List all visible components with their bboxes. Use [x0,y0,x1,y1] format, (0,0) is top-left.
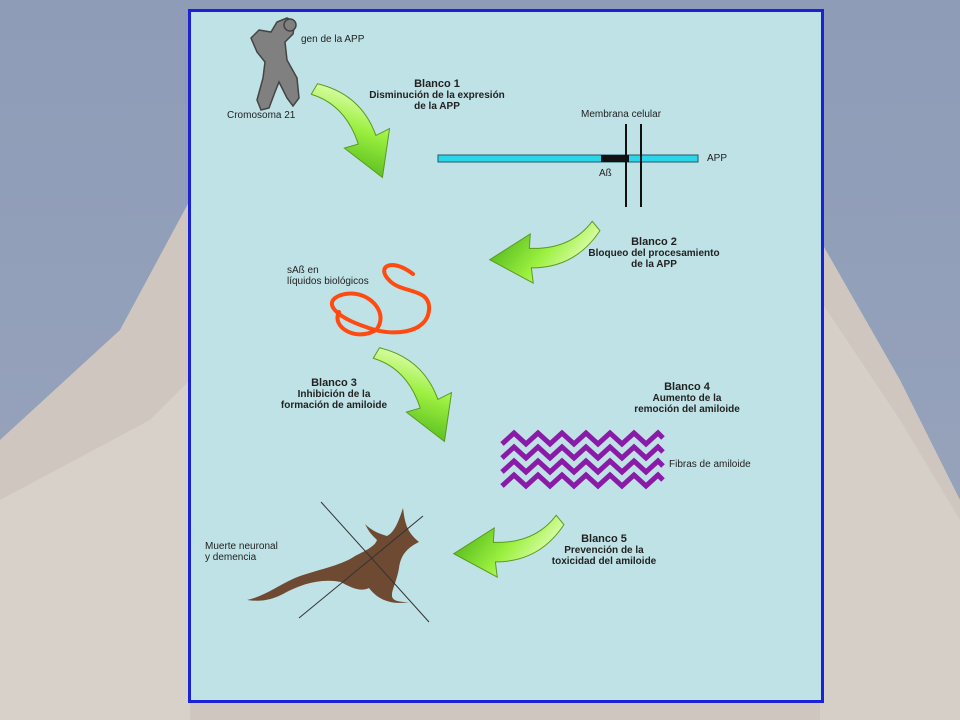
arrow-1 [310,83,391,179]
diagram-panel: gen de la APP Cromosoma 21 Membrana celu… [188,9,824,703]
fibrils-label: Fibras de amiloide [669,459,751,470]
diagram-canvas [247,17,699,623]
neuronal-death-label: Muerte neuronal y demencia [205,541,278,563]
amyloid-fibrils [500,429,665,490]
cell-membrane [625,124,642,207]
gene-label: gen de la APP [301,34,365,45]
soluble-abeta-label: sAß en líquidos biológicos [287,265,369,287]
target-1-label: Blanco 1 Disminución de la expresión de … [369,78,505,113]
cross-out-mark [298,501,430,623]
soluble-abeta-strand [329,263,432,337]
chromosome-label: Cromosoma 21 [227,110,296,121]
app-label: APP [707,153,728,164]
app-protein-bar [437,154,699,163]
target-4-label: Blanco 4 Aumento de la remoción del amil… [634,381,740,416]
abeta-label: Aß [599,168,612,179]
target-3-label: Blanco 3 Inhibición de la formación de a… [280,377,388,412]
target-2-label: Blanco 2 Bloqueo del procesamiento de la… [588,236,720,271]
membrane-label: Membrana celular [581,109,662,120]
chromosome-icon [250,17,300,111]
arrow-3 [372,347,453,443]
arrow-2 [488,220,601,284]
neuron-icon [247,508,419,603]
target-5-label: Blanco 5 Prevención de la toxicidad del … [551,533,657,568]
arrow-4 [452,514,565,578]
